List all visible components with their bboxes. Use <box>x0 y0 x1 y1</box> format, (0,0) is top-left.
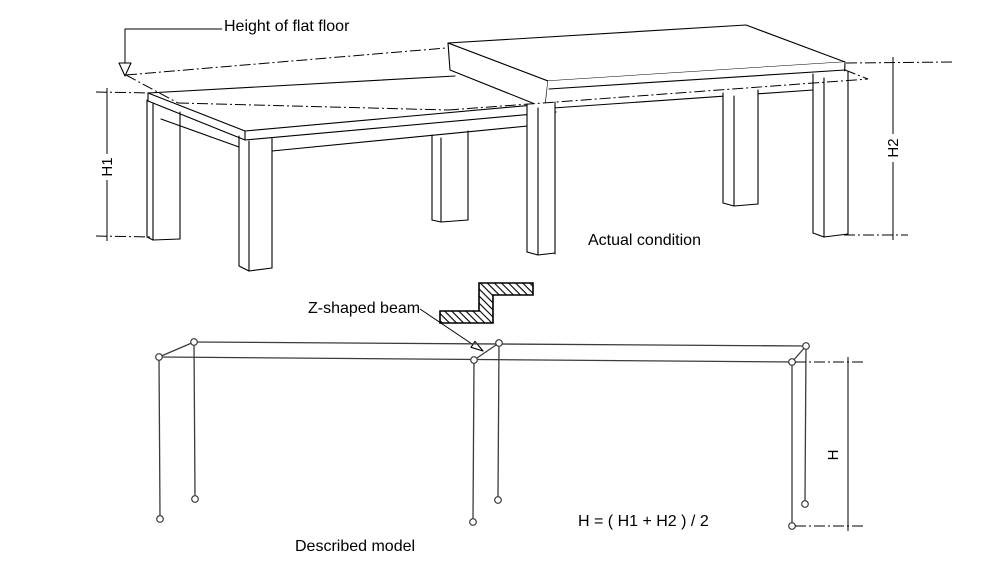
flat-floor-label: Height of flat floor <box>224 18 350 35</box>
leader-arrowhead-icon <box>470 340 484 352</box>
right-table-drawing <box>447 24 849 256</box>
model-node <box>788 358 796 366</box>
model-node <box>801 500 809 508</box>
flat-floor-leader-line <box>124 28 222 63</box>
h-dimension: H <box>795 357 866 531</box>
model-node <box>469 518 477 526</box>
z-beam-leader-line <box>419 308 476 347</box>
left-table-front-left-leg <box>238 135 273 272</box>
model-node <box>802 342 810 350</box>
right-table-front-right-leg <box>812 71 849 238</box>
model-node <box>788 522 796 530</box>
flat-floor-label-group: Height of flat floor <box>118 18 350 77</box>
left-table-back-right-leg <box>431 130 469 223</box>
z-beam-annotation: Z-shaped beam <box>308 282 534 352</box>
down-arrowhead-icon <box>118 62 132 77</box>
h2-dimension-label: H2 <box>885 138 902 157</box>
model-node <box>470 356 478 364</box>
z-beam-symbol <box>439 282 534 324</box>
h-dimension-label: H <box>825 450 842 461</box>
model-node <box>190 338 198 346</box>
right-table-back-leg <box>722 89 759 207</box>
model-node <box>495 339 503 347</box>
flat-floor-plane-lines <box>125 47 869 111</box>
h2-dimension: H2 <box>844 57 956 240</box>
right-table-front-left-leg <box>526 101 556 256</box>
model-node <box>156 515 164 523</box>
left-table-back-left-leg <box>146 99 181 241</box>
wireframe-model <box>155 338 810 530</box>
model-node <box>155 353 163 361</box>
model-node <box>191 495 199 503</box>
actual-condition-caption: Actual condition <box>588 232 701 249</box>
formula-text: H = ( H1 + H2 ) / 2 <box>578 513 709 530</box>
z-beam-label: Z-shaped beam <box>308 300 420 317</box>
h1-dimension-label: H1 <box>99 157 116 176</box>
left-table-drawing <box>146 75 557 272</box>
h1-dimension: H1 <box>95 88 153 241</box>
model-node <box>494 496 502 504</box>
described-model-caption: Described model <box>295 538 415 555</box>
